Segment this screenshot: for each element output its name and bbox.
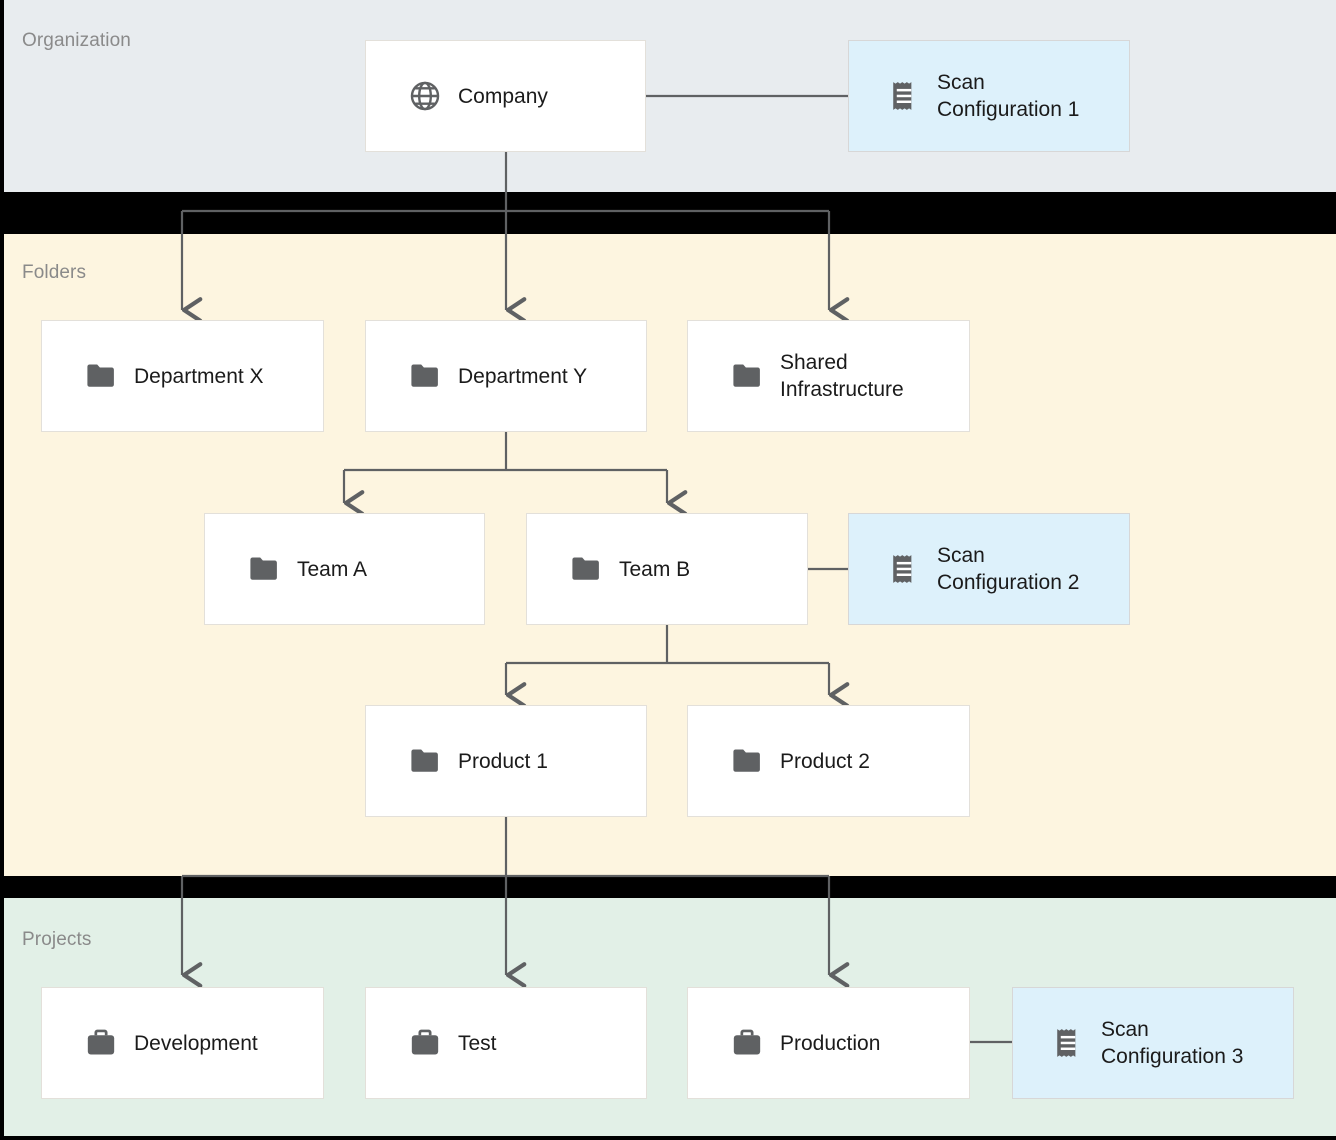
- node-label: Department Y: [458, 364, 588, 388]
- band-label-folders: Folders: [22, 262, 87, 283]
- node-label: Team B: [619, 557, 691, 581]
- node-department-x[interactable]: Department X: [41, 320, 324, 432]
- node-label: Production: [780, 1031, 881, 1055]
- node-label: Scan Configuration 3: [1101, 1018, 1244, 1068]
- receipt-icon: [893, 555, 912, 583]
- node-label: Product 1: [458, 749, 548, 773]
- node-production[interactable]: Production: [687, 987, 970, 1099]
- node-team-b[interactable]: Team B: [526, 513, 808, 625]
- node-scan-configuration-2[interactable]: Scan Configuration 2: [848, 513, 1130, 625]
- briefcase-icon: [411, 1029, 439, 1055]
- folder-icon: [733, 749, 760, 772]
- node-company[interactable]: Company: [365, 40, 646, 152]
- node-shared-infrastructure[interactable]: Shared Infrastructure: [687, 320, 970, 432]
- node-label: Company: [458, 84, 548, 108]
- node-team-a[interactable]: Team A: [204, 513, 485, 625]
- briefcase-icon: [87, 1029, 115, 1055]
- folder-icon: [411, 749, 438, 772]
- folder-icon: [250, 557, 277, 580]
- node-department-y[interactable]: Department Y: [365, 320, 647, 432]
- node-scan-configuration-1[interactable]: Scan Configuration 1: [848, 40, 1130, 152]
- node-label: Scan Configuration 2: [937, 544, 1080, 594]
- globe-icon: [410, 81, 440, 111]
- node-label: Shared Infrastructure: [780, 351, 904, 401]
- band-organization: [4, 0, 1336, 192]
- folder-icon: [411, 364, 438, 387]
- node-label: Team A: [297, 557, 368, 581]
- node-label: Department X: [134, 364, 264, 388]
- node-label: Scan Configuration 1: [937, 71, 1080, 121]
- node-product-1[interactable]: Product 1: [365, 705, 647, 817]
- receipt-icon: [893, 82, 912, 110]
- node-label: Development: [134, 1031, 258, 1055]
- node-development[interactable]: Development: [41, 987, 324, 1099]
- node-scan-configuration-3[interactable]: Scan Configuration 3: [1012, 987, 1294, 1099]
- folder-icon: [87, 364, 114, 387]
- band-label-projects: Projects: [22, 929, 92, 950]
- folder-icon: [733, 364, 760, 387]
- folder-icon: [572, 557, 599, 580]
- node-test[interactable]: Test: [365, 987, 647, 1099]
- node-label: Test: [458, 1031, 497, 1055]
- node-label: Product 2: [780, 749, 870, 773]
- briefcase-icon: [733, 1029, 761, 1055]
- band-label-organization: Organization: [22, 30, 131, 51]
- receipt-icon: [1057, 1029, 1076, 1057]
- node-product-2[interactable]: Product 2: [687, 705, 970, 817]
